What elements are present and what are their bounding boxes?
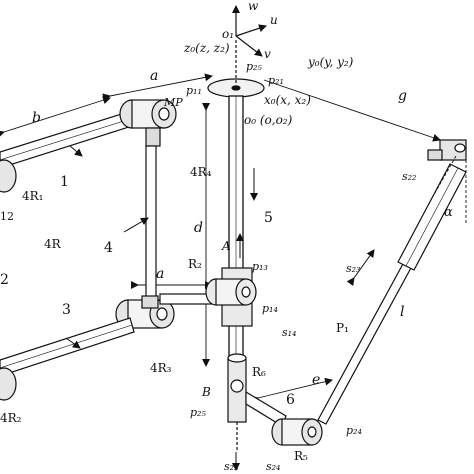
label-s22: s₂₂ (402, 170, 416, 183)
top-coordinate-frame (232, 5, 267, 57)
label-mp: MP (163, 96, 183, 109)
label-4r3: 4R₃ (150, 361, 172, 375)
label-y0: y₀(y, y₂) (307, 55, 354, 69)
labels: w u v o₁ z₀(z, z₂) p₂₅ y₀(y, y₂) p₂₁ p₁₁… (0, 0, 453, 473)
label-5: 5 (264, 210, 273, 226)
label-z0: z₀(z, z₂) (183, 41, 230, 55)
label-B: B (201, 385, 211, 399)
label-4r1: 4R₁ (22, 189, 43, 203)
slider-b (227, 353, 247, 452)
label-alpha: α (444, 205, 453, 220)
label-r5: R₅ (294, 449, 308, 463)
label-a-mid: a (156, 266, 164, 282)
label-v: v (264, 47, 271, 61)
label-12: 12 (0, 210, 14, 223)
label-r6: R₆ (252, 365, 266, 379)
label-4: 4 (104, 240, 113, 256)
label-l: l (400, 304, 404, 320)
label-1: 1 (60, 174, 69, 190)
label-p11: p₁₁ (186, 84, 202, 97)
link-1 (0, 111, 133, 169)
joint-r5 (271, 418, 323, 446)
label-6: 6 (286, 392, 295, 408)
label-p1: P₁ (336, 321, 349, 335)
link-4 (145, 145, 157, 299)
label-p25-top: p₂₅ (246, 60, 262, 73)
label-o0: o₀ (o,o₂) (244, 113, 293, 127)
label-p13: p₁₃ (252, 260, 268, 273)
label-e: e (312, 372, 320, 388)
joint-4r2 (0, 367, 17, 401)
joint-4r4-upper (119, 99, 177, 147)
label-r2: R₂ (188, 257, 202, 271)
label-o1: o₁ (222, 27, 234, 41)
label-x0: x₀(x, x₂) (264, 93, 311, 107)
label-a-top: a (150, 68, 158, 84)
label-4r2: 4R₂ (0, 411, 22, 425)
motion-arrows (65, 145, 375, 471)
label-p24: p₂₄ (346, 424, 362, 437)
label-s14: s₁₄ (282, 326, 296, 339)
joint-top-right (427, 139, 467, 161)
label-2: 2 (0, 272, 9, 288)
label-A: A (221, 239, 231, 253)
label-4r4: 4R₄ (190, 165, 212, 179)
joint-4r3-lower (115, 295, 175, 329)
label-3: 3 (62, 302, 71, 318)
label-g: g (398, 88, 407, 104)
label-d: d (194, 220, 203, 236)
label-p14: p₁₄ (262, 302, 278, 315)
top-right-axes (431, 150, 467, 224)
label-w: w (248, 0, 259, 13)
joint-4r1 (0, 159, 17, 193)
label-s24: s₂₄ (266, 460, 280, 473)
label-4r: 4R (44, 237, 62, 251)
slider-a (205, 267, 257, 327)
label-u: u (270, 13, 278, 27)
prismatic-limb-p1 (317, 163, 467, 425)
link-3 (0, 317, 135, 377)
label-s25: s₂₅ (224, 460, 239, 473)
label-b: b (32, 110, 41, 126)
moving-platform (207, 40, 265, 98)
label-p21: p₂₁ (268, 74, 284, 87)
label-s23: s₂₃ (346, 262, 360, 275)
label-p25-low: p₂₅ (190, 406, 206, 419)
